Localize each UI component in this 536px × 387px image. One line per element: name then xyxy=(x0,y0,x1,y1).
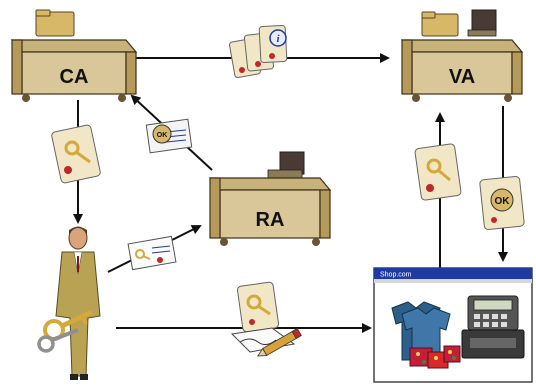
svg-text:i: i xyxy=(276,33,280,45)
key-icon xyxy=(37,328,79,353)
ok-status-card-icon: OK xyxy=(145,118,193,154)
gift-boxes-icon xyxy=(409,345,461,369)
ra-desk: RA xyxy=(208,151,332,246)
shop-window-title-bar xyxy=(374,268,532,279)
key-certificate-scroll-icon xyxy=(51,124,101,184)
svg-text:OK: OK xyxy=(495,196,511,207)
ca-desk: CA xyxy=(10,9,138,102)
user-person-icon xyxy=(37,226,101,380)
svg-text:OK: OK xyxy=(157,132,168,139)
ok-certificate-scroll-icon: OK xyxy=(479,175,525,231)
monitor-icon xyxy=(471,9,497,33)
cash-register-icon xyxy=(461,295,525,359)
info-badge-icon xyxy=(269,29,287,47)
desk-folder-icon xyxy=(421,13,459,37)
ra-label: RA xyxy=(256,209,285,231)
shop-window-title: Shop.com xyxy=(380,272,412,279)
key-certificate-scroll-icon xyxy=(414,143,462,201)
ca-label: CA xyxy=(60,66,89,88)
va-desk: VA xyxy=(400,9,524,102)
envelope-icon xyxy=(127,235,177,271)
va-label: VA xyxy=(449,66,475,88)
desk-folder-icon xyxy=(35,11,75,37)
certificate-stack-icon: i xyxy=(229,24,288,79)
signed-document-icon xyxy=(230,281,302,357)
pencil-icon xyxy=(256,327,302,357)
shop-window: Shop.com xyxy=(373,267,533,383)
